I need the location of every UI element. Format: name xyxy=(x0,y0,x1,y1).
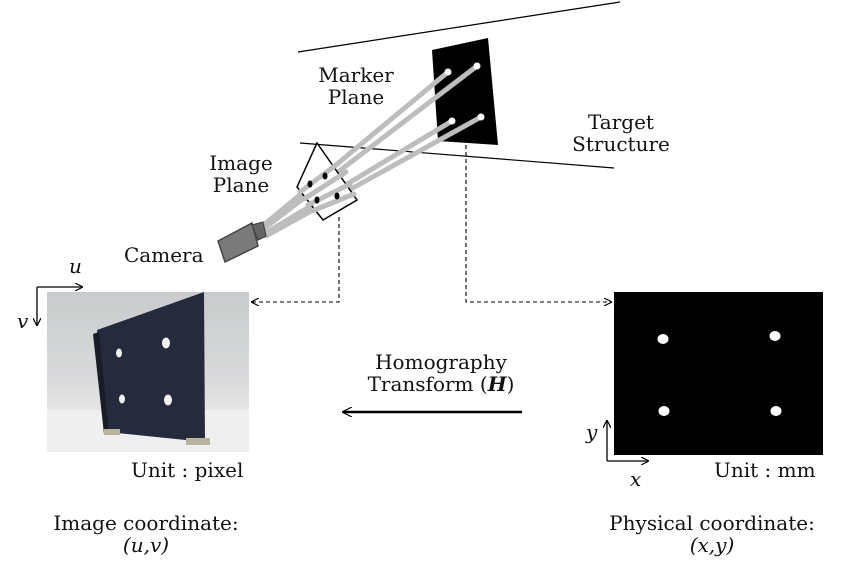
x-axis-label: x xyxy=(630,467,642,491)
marker-dot xyxy=(473,62,481,70)
target-structure-top-line xyxy=(297,1,621,53)
marker-plane-label: Marker Plane xyxy=(318,64,393,108)
v-axis-label: v xyxy=(17,309,29,333)
photo-marker-dot xyxy=(116,348,122,358)
homography-label-line2: Transform (H) xyxy=(367,372,515,396)
marker-dot xyxy=(477,113,485,121)
unit-mm-label: Unit : mm xyxy=(714,458,816,482)
u-axis-label: u xyxy=(69,254,82,278)
physical-coordinate-label: Physical coordinate: (x,y) xyxy=(609,512,815,556)
photo-marker-dot xyxy=(164,394,172,406)
homography-label-line1: Homography xyxy=(375,350,507,374)
image-plane-label: Image Plane xyxy=(209,152,272,196)
photo-marker-board xyxy=(97,292,205,442)
target-structure-label-line1: Target xyxy=(588,110,654,134)
image-coordinate-label: Image coordinate: (u,v) xyxy=(53,512,238,556)
physical-marker-dot xyxy=(769,331,781,341)
image-coordinate-title: Image coordinate: xyxy=(53,511,239,535)
target-structure-label-line2: Structure xyxy=(572,132,670,156)
physical-coordinate-vars: (x,y) xyxy=(689,533,735,557)
camera-image-photo xyxy=(47,292,249,452)
physical-marker-board xyxy=(614,292,823,455)
image-plane-label-line1: Image xyxy=(209,151,273,175)
image-plane-dot xyxy=(322,172,328,180)
image-plane-dot xyxy=(334,192,340,200)
physical-marker-dot xyxy=(657,334,669,344)
image-plane-label-line2: Plane xyxy=(212,173,270,197)
target-structure-label: Target Structure xyxy=(572,111,670,155)
image-plane-dot xyxy=(307,180,313,188)
photo-marker-dot xyxy=(162,337,170,349)
marker-plane-label-line1: Marker xyxy=(318,63,394,87)
camera-label: Camera xyxy=(124,243,204,267)
image-coordinate-vars: (u,v) xyxy=(122,533,170,557)
image-plane-dot xyxy=(314,196,320,204)
marker-dot xyxy=(444,68,452,76)
camera-rays xyxy=(257,63,484,239)
marker-plane-label-line2: Plane xyxy=(327,85,385,109)
marker-dot xyxy=(448,117,456,125)
camera-icon xyxy=(217,221,267,264)
physical-marker-dot xyxy=(770,406,782,416)
photo-marker-dot xyxy=(119,394,125,404)
physical-marker-dot xyxy=(658,406,670,416)
physical-coordinate-title: Physical coordinate: xyxy=(609,511,815,535)
y-axis-label: y xyxy=(586,420,598,444)
image-plane-to-photo-connector xyxy=(252,217,340,302)
target-structure-bottom-line xyxy=(299,142,615,169)
homography-label: Homography Transform (H) xyxy=(368,351,515,395)
marker-to-physical-connector xyxy=(465,145,611,302)
unit-pixel-label: Unit : pixel xyxy=(131,458,244,482)
